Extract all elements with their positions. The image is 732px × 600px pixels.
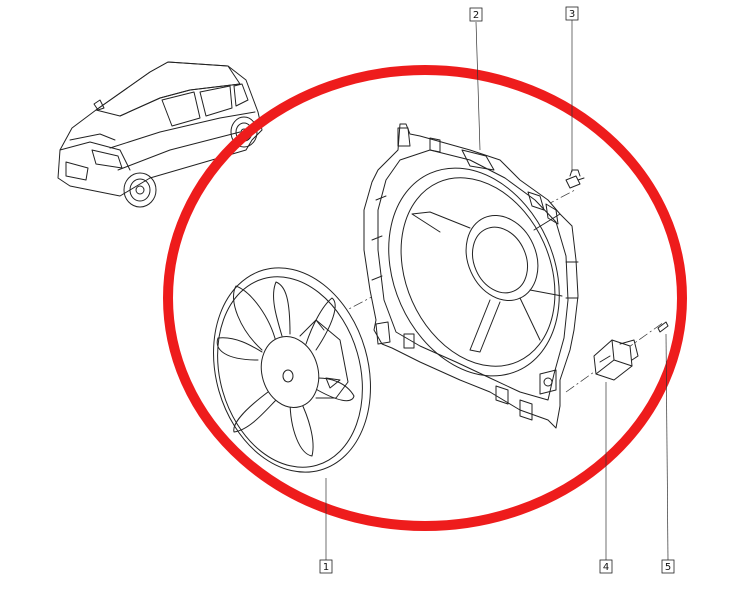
cooling-fan-icon <box>213 267 371 473</box>
electrical-connector-icon <box>593 339 639 381</box>
fan-shroud-icon <box>363 123 579 429</box>
callout-4: 4 <box>599 559 613 574</box>
callout-1-label: 1 <box>323 562 329 573</box>
callout-3: 3 <box>565 6 579 21</box>
leader-lines <box>325 20 669 561</box>
hatchback-car-icon <box>57 61 263 208</box>
callout-3-label: 3 <box>569 9 575 20</box>
bolt-icon <box>565 169 585 189</box>
callout-2: 2 <box>469 7 483 22</box>
highlight-ring <box>163 65 687 531</box>
pin-icon <box>657 321 669 333</box>
callout-2-label: 2 <box>473 10 479 21</box>
callout-5-label: 5 <box>665 562 671 573</box>
callout-1: 1 <box>319 559 333 574</box>
callout-5: 5 <box>661 559 675 574</box>
callout-4-label: 4 <box>603 562 609 573</box>
